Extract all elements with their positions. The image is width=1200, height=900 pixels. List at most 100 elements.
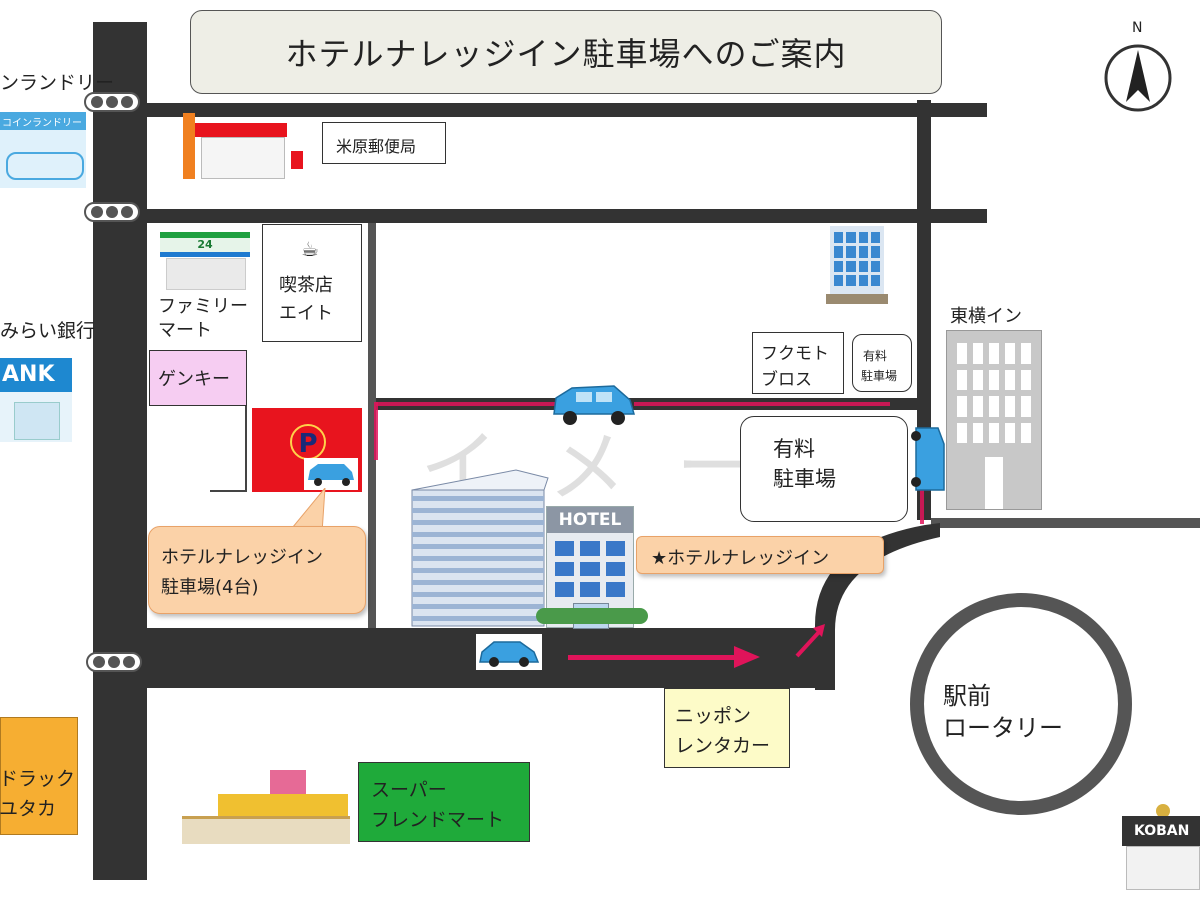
hotel-sign: HOTEL <box>547 507 633 533</box>
parking-p-letter: P <box>298 429 318 459</box>
super-lower <box>182 816 350 844</box>
paid-parking-small-box: 有料 駐車場 <box>852 334 912 392</box>
fukumoto-line1: フクモト <box>761 344 829 364</box>
toyoko-inn-label: 東横イン <box>950 306 1022 327</box>
coin-laundry-sign: コインランドリー <box>2 118 82 129</box>
rotary-label-line1: 駅前 <box>943 682 991 710</box>
post-office-pillar <box>183 113 195 179</box>
page-title: ホテルナレッジイン駐車場へのご案内 <box>285 35 847 73</box>
family-mart-sign: 24 <box>160 238 250 252</box>
hotel-tower-building <box>411 469 549 627</box>
paid-parking-line2: 駐車場 <box>773 467 836 491</box>
lot-line-horizontal <box>210 490 247 492</box>
route-arrow-south-road <box>568 655 738 660</box>
bank-sign-text: ANK <box>2 362 55 387</box>
koban-building: KOBAN <box>1122 804 1200 890</box>
genki-label: ゲンキー <box>158 369 230 390</box>
office-windows <box>834 232 880 286</box>
car-on-east-road-icon <box>911 427 945 491</box>
office-building <box>826 226 888 304</box>
route-arrowhead-icon <box>734 646 760 668</box>
traffic-signal-middle <box>84 202 140 222</box>
parked-car-icon <box>304 458 358 490</box>
route-line-top <box>376 402 556 406</box>
supermarket-label-box: スーパー フレンドマート <box>358 762 530 842</box>
drug-store-line1: ドラック <box>0 768 76 790</box>
parking-p-icon: P <box>290 424 326 460</box>
family-mart-sign-text: 24 <box>197 238 213 251</box>
postbox-icon <box>291 151 303 169</box>
title-banner: ホテルナレッジイン駐車場へのご案内 <box>190 10 942 94</box>
road-north-horizontal <box>147 103 987 117</box>
post-office-roof <box>195 123 287 137</box>
paid-parking-small-line1: 有料 <box>863 349 888 363</box>
super-upper <box>218 794 348 816</box>
koban-roof: KOBAN <box>1122 816 1200 846</box>
drug-store-box: ドラック ユタカ <box>0 717 78 835</box>
hotel-parking-lot: P <box>252 408 362 492</box>
route-line-left <box>374 402 378 460</box>
hotel-parking-line1: ホテルナレッジイン <box>161 547 323 568</box>
genki-box: ゲンキー <box>149 350 247 406</box>
traffic-signal-south <box>86 652 142 672</box>
post-office-label-box: 米原郵便局 <box>322 122 446 164</box>
traffic-signal-north <box>84 92 140 112</box>
compass-north-label: N <box>1132 20 1143 36</box>
toyoko-door <box>985 457 1003 509</box>
nippon-rental-box: ニッポン レンタカー <box>664 688 790 768</box>
main-road-west-vertical <box>93 22 147 880</box>
hotel-label: ★ホテルナレッジイン <box>651 548 830 569</box>
toyoko-windows <box>957 343 1031 443</box>
north-arrow-icon <box>1104 44 1172 112</box>
cafe-line2: エイト <box>279 303 333 324</box>
hotel-building: HOTEL <box>546 506 634 629</box>
coin-laundry-label: ンランドリー <box>0 72 115 94</box>
koban-emblem-icon <box>1156 804 1170 818</box>
bank-label: みらい銀行 <box>0 320 96 342</box>
nippon-rental-line2: レンタカー <box>675 735 771 757</box>
hotel-parking-callout: ホテルナレッジイン 駐車場(4台) <box>148 526 366 614</box>
fukumoto-line2: ブロス <box>761 370 812 390</box>
bank-door <box>14 402 60 440</box>
koban-body <box>1126 846 1200 890</box>
road-east-horizontal <box>931 518 1200 528</box>
supermarket-line1: スーパー <box>371 779 447 801</box>
route-diagonal-arrow-icon <box>795 624 825 658</box>
compass: N <box>1102 20 1174 112</box>
family-mart-line2: マート <box>158 320 212 341</box>
family-mart-front <box>166 258 246 290</box>
koban-label: KOBAN <box>1134 823 1190 839</box>
cafe-box: ☕ 喫茶店 エイト <box>262 224 362 342</box>
family-mart-stripe-green <box>160 232 250 238</box>
hotel-shrubs <box>536 608 648 624</box>
cafe-line1: 喫茶店 <box>279 275 333 296</box>
family-mart-stripe-blue <box>160 252 250 257</box>
nippon-rental-line1: ニッポン <box>675 705 752 727</box>
hotel-sign-text: HOTEL <box>558 510 622 530</box>
fukumoto-box: フクモト ブロス <box>752 332 844 394</box>
car-on-middle-road-icon <box>553 385 635 425</box>
toyoko-inn-building <box>946 330 1042 510</box>
hotel-parking-line2: 駐車場(4台) <box>161 577 259 598</box>
office-base <box>826 294 888 304</box>
paid-parking-small-line2: 駐車場 <box>861 369 898 383</box>
bank-sign: ANK <box>0 358 72 392</box>
hotel-windows <box>555 541 625 597</box>
bank-building: ANK <box>0 358 72 442</box>
paid-parking-box: 有料 駐車場 <box>740 416 908 522</box>
coin-laundry-building: コインランドリー <box>0 112 86 188</box>
road-second-horizontal <box>147 209 987 223</box>
coffee-cup-icon: ☕ <box>301 237 319 261</box>
laundry-window <box>6 152 84 180</box>
family-mart-line1: ファミリー <box>158 296 248 317</box>
rotary-label-line2: ロータリー <box>943 714 1063 742</box>
post-office-building <box>183 113 303 181</box>
post-office-body <box>201 137 285 179</box>
road-east-vertical <box>917 100 931 520</box>
paid-parking-line1: 有料 <box>773 437 815 461</box>
supermarket-building <box>182 770 350 846</box>
post-office-label: 米原郵便局 <box>336 137 417 156</box>
route-line-top-right <box>634 402 890 406</box>
car-on-south-road-icon <box>476 634 542 670</box>
callout-pointer <box>287 488 326 533</box>
